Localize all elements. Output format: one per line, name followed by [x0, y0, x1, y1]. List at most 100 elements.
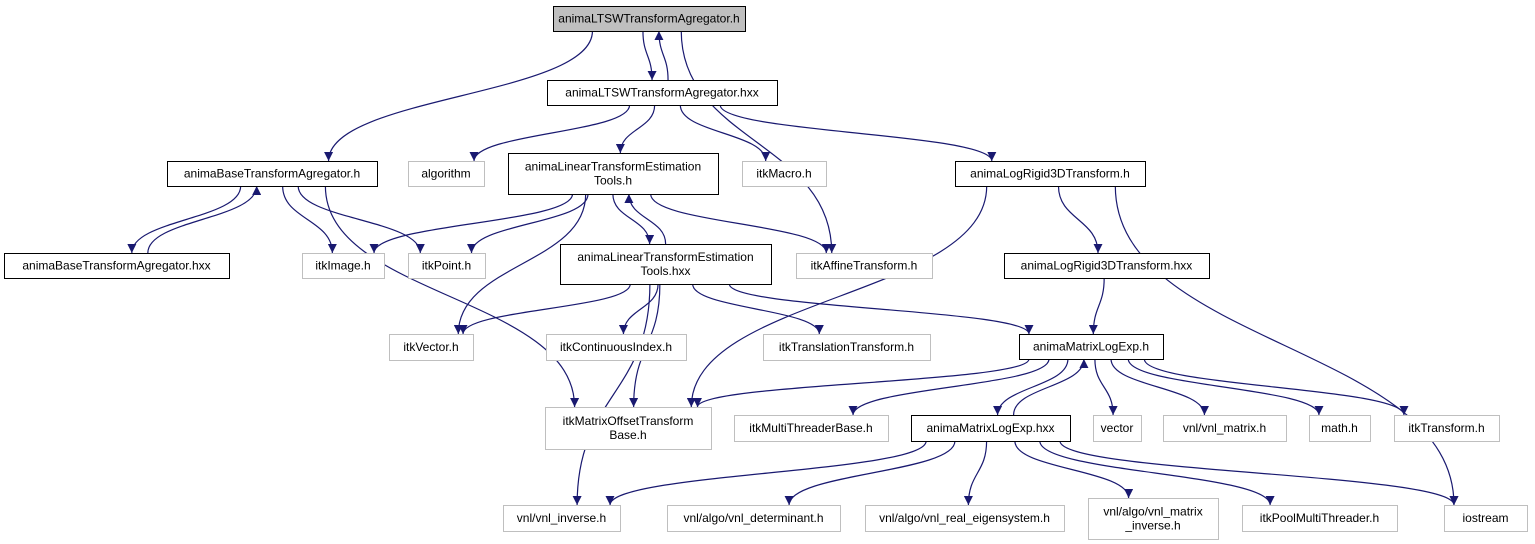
node-box	[503, 505, 621, 532]
node-label: animaMatrixLogExp.hxx	[926, 421, 1054, 435]
node-itktransl[interactable]: itkTranslationTransform.h	[763, 334, 931, 361]
edge-ltsw_hxx-to-algorithm	[469, 104, 631, 162]
node-ltsw_hxx[interactable]: animaLTSWTransformAgregator.hxx	[547, 80, 778, 106]
node-box	[1242, 505, 1398, 532]
node-itkpoint[interactable]: itkPoint.h	[408, 253, 486, 279]
node-label: itkTranslationTransform.h	[779, 340, 914, 354]
node-vnleig[interactable]: vnl/algo/vnl_real_eigensystem.h	[865, 505, 1065, 532]
node-box	[1088, 498, 1219, 540]
node-box	[302, 253, 385, 279]
node-label: animaLogRigid3DTransform.hxx	[1021, 259, 1193, 273]
edge-lte_h-to-itkpoint	[467, 193, 589, 254]
node-box	[408, 253, 486, 279]
edge-mle_hxx-to-vnlinverse	[605, 440, 927, 506]
node-label: vector	[1101, 421, 1134, 435]
node-logrigid_hxx[interactable]: animaLogRigid3DTransform.hxx	[1004, 253, 1210, 279]
edge-lte_hxx-to-itkcontidx	[618, 283, 659, 335]
node-itkpool[interactable]: itkPoolMultiThreader.h	[1242, 505, 1398, 532]
node-box	[408, 161, 485, 187]
node-box	[508, 153, 719, 195]
node-label: Base.h	[609, 428, 646, 442]
edge-ltsw_hxx-to-logrigid_h	[719, 104, 997, 162]
node-label: Tools.hxx	[640, 264, 690, 278]
edge-lte_hxx-to-vnlinverse	[572, 283, 651, 506]
node-label: algorithm	[421, 167, 470, 181]
node-label: _inverse.h	[1124, 519, 1180, 533]
edge-mle_h-to-itktransform	[1143, 358, 1409, 416]
node-itkcontidx[interactable]: itkContinuousIndex.h	[546, 334, 687, 361]
node-label: animaLogRigid3DTransform.h	[970, 167, 1130, 181]
node-label: animaBaseTransformAgregator.h	[184, 167, 360, 181]
node-vnlmatrix[interactable]: vnl/vnl_matrix.h	[1163, 415, 1287, 442]
edge-mle_hxx-to-mle_h	[1012, 358, 1089, 416]
edge-base_h-to-base_hxx	[127, 185, 242, 254]
edge-lte_h-to-lte_hxx	[612, 193, 655, 245]
node-vector[interactable]: vector	[1093, 415, 1142, 442]
node-label: itkMacro.h	[756, 167, 811, 181]
node-itkmacro[interactable]: itkMacro.h	[742, 161, 827, 187]
node-itkaffine[interactable]: itkAffineTransform.h	[796, 253, 933, 279]
node-box	[1004, 253, 1210, 279]
node-box	[911, 415, 1071, 442]
node-vnldet[interactable]: vnl/algo/vnl_determinant.h	[667, 505, 841, 532]
node-label: vnl/vnl_matrix.h	[1183, 421, 1266, 435]
node-label: itkPoolMultiThreader.h	[1260, 511, 1379, 525]
node-itktransform[interactable]: itkTransform.h	[1394, 415, 1500, 442]
node-box	[734, 415, 889, 442]
node-vnlinverse[interactable]: vnl/vnl_inverse.h	[503, 505, 621, 532]
node-itkmtb[interactable]: itkMultiThreaderBase.h	[734, 415, 889, 442]
nodes: animaLTSWTransformAgregator.h animaLTSWTr…	[4, 6, 1528, 540]
node-logrigid_h[interactable]: animaLogRigid3DTransform.h	[955, 161, 1146, 187]
node-math[interactable]: math.h	[1309, 415, 1371, 442]
node-box	[1019, 334, 1164, 360]
node-mle_h[interactable]: animaMatrixLogExp.h	[1019, 334, 1164, 360]
node-ltsw_h[interactable]: animaLTSWTransformAgregator.h	[553, 6, 746, 32]
edge-lte_hxx-to-lte_h	[624, 193, 667, 245]
edges	[127, 30, 1459, 506]
edge-mle_hxx-to-vnldet	[784, 440, 956, 506]
node-box	[796, 253, 933, 279]
node-label: itkContinuousIndex.h	[560, 340, 672, 354]
edge-lte_hxx-to-itkvector	[458, 283, 631, 335]
edge-ltsw_hxx-to-ltsw_h	[654, 30, 669, 81]
node-box	[667, 505, 841, 532]
edge-lte_h-to-itkvector	[453, 193, 587, 335]
node-base_h[interactable]: animaBaseTransformAgregator.h	[167, 161, 378, 187]
edge-logrigid_h-to-logrigid_hxx	[1057, 185, 1103, 254]
node-itkimage[interactable]: itkImage.h	[302, 253, 385, 279]
node-itkvector[interactable]: itkVector.h	[389, 334, 474, 361]
edge-lte_hxx-to-itktransl	[692, 283, 824, 335]
edge-mle_h-to-itkmotb	[693, 358, 1030, 408]
node-label: itkPoint.h	[422, 259, 471, 273]
node-box	[955, 161, 1146, 187]
edge-lte_h-to-itkimage	[369, 193, 574, 254]
node-box	[546, 334, 687, 361]
node-label: itkMultiThreaderBase.h	[749, 421, 872, 435]
edge-mle_h-to-itkmtb	[848, 358, 1050, 416]
node-algorithm[interactable]: algorithm	[408, 161, 485, 187]
edge-base_h-to-itkimage	[282, 185, 337, 254]
node-label: animaLTSWTransformAgregator.h	[558, 12, 739, 26]
node-label: animaLinearTransformEstimation	[525, 160, 701, 174]
edge-mle_h-to-vector	[1094, 358, 1118, 416]
edge-mle_hxx-to-itkpool	[1039, 440, 1275, 506]
node-label: iostream	[1462, 511, 1508, 525]
edge-base_h-to-itkpoint	[297, 185, 425, 254]
node-box	[545, 407, 712, 450]
node-mle_hxx[interactable]: animaMatrixLogExp.hxx	[911, 415, 1071, 442]
edge-logrigid_hxx-to-mle_h	[1088, 277, 1105, 335]
node-base_hxx[interactable]: animaBaseTransformAgregator.hxx	[4, 253, 230, 279]
node-box	[763, 334, 931, 361]
edge-mle_h-to-math	[1127, 358, 1324, 416]
node-vnlmatinv[interactable]: vnl/algo/vnl_matrix_inverse.h	[1088, 498, 1219, 540]
node-box	[865, 505, 1065, 532]
edge-ltsw_hxx-to-lte_h	[615, 104, 656, 154]
node-iostream[interactable]: iostream	[1444, 505, 1528, 532]
edge-logrigid_h-to-itkmotb	[686, 185, 988, 408]
node-box	[547, 80, 778, 106]
edge-mle_hxx-to-iostream	[1059, 440, 1459, 506]
